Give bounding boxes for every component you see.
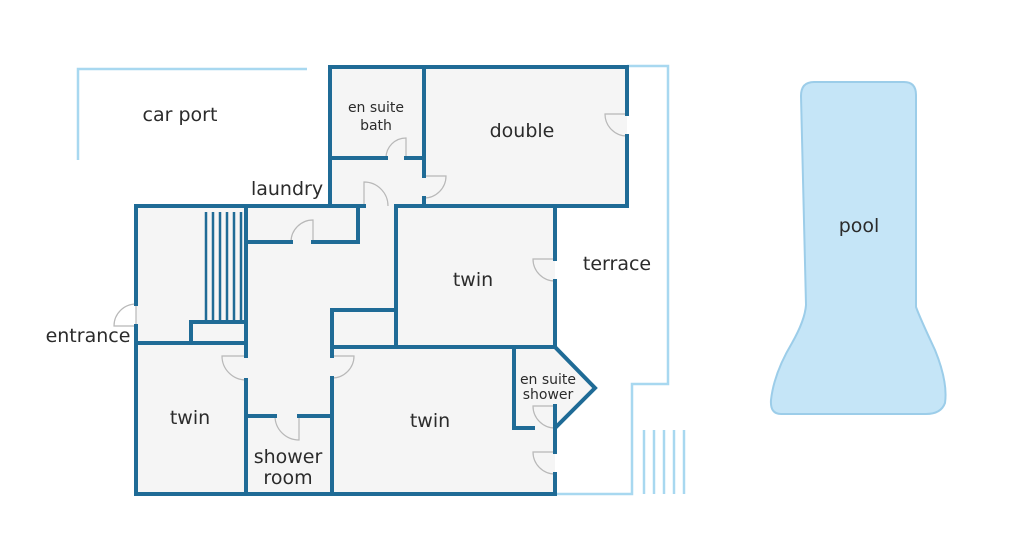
exterior-lines xyxy=(76,64,686,496)
door-twin-bottom xyxy=(331,355,355,379)
label-shower-room-line1: shower xyxy=(254,446,323,468)
pool xyxy=(769,81,947,415)
door-entrance xyxy=(113,303,137,327)
door-laundry xyxy=(290,219,314,243)
label-shower-room-line2: room xyxy=(263,467,312,489)
label-twin-left: twin xyxy=(170,407,210,429)
doors xyxy=(113,113,628,475)
label-en-suite-bath-line2: bath xyxy=(360,118,392,134)
label-pool: pool xyxy=(839,215,880,237)
floor-en-suite-bath xyxy=(330,67,424,158)
label-twin-bottom: twin xyxy=(410,410,450,432)
room-labels: car port en suite bath double laundry tw… xyxy=(46,100,880,489)
door-en-suite-shower xyxy=(532,405,556,429)
terrace-outline xyxy=(557,64,670,496)
door-twin-middle xyxy=(532,258,556,282)
door-passage xyxy=(363,181,389,207)
terrace-steps xyxy=(642,430,686,494)
label-en-suite-shower-line2: shower xyxy=(523,387,574,403)
floor-twin-left xyxy=(136,343,246,494)
label-terrace: terrace xyxy=(583,253,651,275)
door-shower-room xyxy=(274,415,300,441)
walls xyxy=(134,65,629,496)
floor-double xyxy=(424,67,627,206)
floor-twin-middle xyxy=(396,206,555,347)
label-double: double xyxy=(490,120,555,142)
door-en-suite-bath xyxy=(385,137,407,159)
door-twin-left xyxy=(221,355,247,381)
label-laundry: laundry xyxy=(251,178,323,200)
car-port-outline xyxy=(76,67,307,160)
label-twin-middle: twin xyxy=(453,269,493,291)
label-entrance: entrance xyxy=(46,325,131,347)
label-en-suite-bath-line1: en suite xyxy=(348,100,404,116)
door-double xyxy=(604,113,628,137)
stairs xyxy=(189,212,248,345)
door-terrace xyxy=(532,451,556,475)
label-car-port: car port xyxy=(143,104,218,126)
floor-laundry-passage xyxy=(330,158,424,206)
room-floors xyxy=(136,67,627,494)
label-en-suite-shower-line1: en suite xyxy=(520,372,576,388)
door-double-hall xyxy=(423,175,447,199)
